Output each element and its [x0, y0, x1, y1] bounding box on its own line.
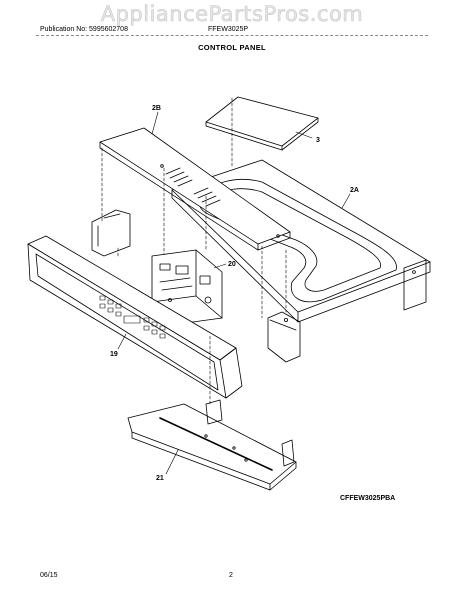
- publication-number: Publication No: 5995602708: [40, 26, 128, 33]
- footer-date: 06/15: [40, 572, 58, 579]
- callout-2b: 2B: [152, 105, 161, 112]
- part-2b-trim-panel: [99, 127, 291, 251]
- section-title: CONTROL PANEL: [198, 43, 266, 52]
- callout-2a: 2A: [350, 187, 359, 194]
- callout-19: 19: [110, 351, 118, 358]
- diagram-reference: CFFEW3025PBA: [340, 495, 396, 502]
- callout-20: 20: [228, 261, 236, 268]
- callout-21: 21: [156, 475, 164, 482]
- model-number: FFEW3025P: [208, 26, 249, 33]
- callout-leaders: [117, 111, 351, 475]
- part-21-bottom-bracket: [127, 399, 297, 491]
- assembly-guide-lines: [101, 97, 287, 405]
- page-number: 2: [229, 572, 233, 579]
- part-20-control-board: [151, 249, 223, 325]
- part-19-control-panel: [27, 235, 243, 399]
- part-3-cover-plate: [205, 96, 319, 151]
- callout-3: 3: [316, 137, 320, 144]
- header-rule: [36, 35, 428, 36]
- watermark: AppliancePartsPros.com: [100, 2, 364, 27]
